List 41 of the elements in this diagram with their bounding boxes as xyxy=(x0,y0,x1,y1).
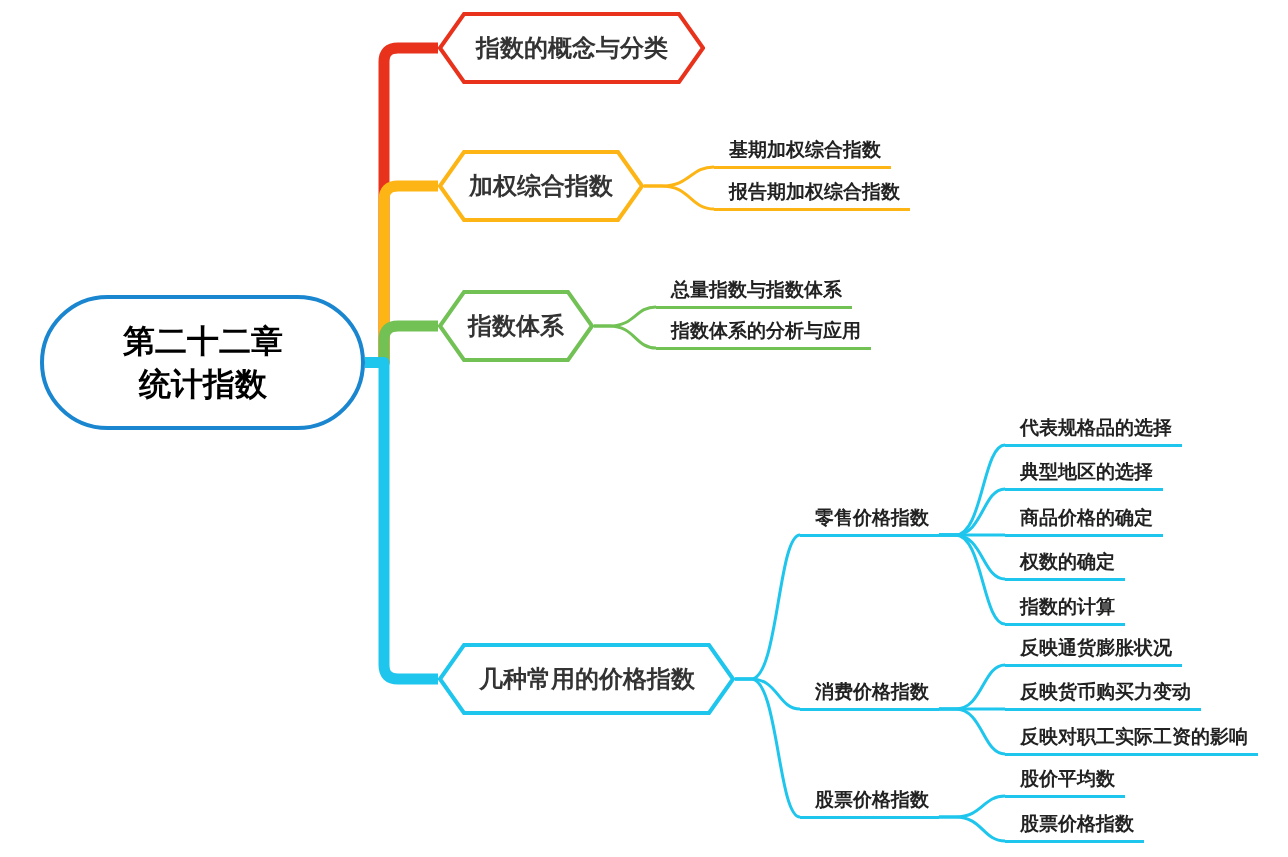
topic-text: 商品价格的确定 xyxy=(1020,505,1153,528)
topic-text: 总量指数与指数体系 xyxy=(671,277,842,300)
branch-line xyxy=(735,677,801,819)
topic-text: 反映货币购买力变动 xyxy=(1020,679,1191,702)
hexagon-topic xyxy=(438,643,735,715)
topic-text: 反映对职工实际工资的影响 xyxy=(1020,724,1248,747)
topic-text: 加权综合指数 xyxy=(469,171,613,201)
underlined-topic xyxy=(1005,678,1201,711)
branch-line xyxy=(939,533,1006,626)
central-topic-title: 第二十二章统计指数 xyxy=(121,320,284,405)
topic-text: 指数的概念与分类 xyxy=(475,33,668,63)
topic-text: 报告期加权综合指数 xyxy=(729,179,900,202)
topic-text: 零售价格指数 xyxy=(815,505,929,528)
topic-text: 几种常用的价格指数 xyxy=(478,664,695,694)
branch-line xyxy=(939,707,1006,756)
branch-line xyxy=(939,815,1006,843)
underlined-topic xyxy=(1005,723,1258,756)
underlined-topic xyxy=(1005,548,1125,581)
topic-text: 典型地区的选择 xyxy=(1020,459,1153,482)
topic-text: 代表规格品的选择 xyxy=(1020,415,1172,438)
topic-text: 反映通货膨胀状况 xyxy=(1020,635,1172,658)
topic-text: 基期加权综合指数 xyxy=(729,137,881,160)
underlined-topic xyxy=(1005,504,1163,537)
topic-text: 权数的确定 xyxy=(1020,549,1115,572)
hexagon-topic xyxy=(438,150,644,222)
topic-text: 指数体系 xyxy=(468,311,564,341)
branch-line xyxy=(644,184,715,211)
hexagon-topic xyxy=(438,12,705,84)
topic-text: 股价平均数 xyxy=(1020,766,1115,789)
hexagon-topic xyxy=(438,290,594,362)
branch-line xyxy=(365,357,438,685)
topic-text: 消费价格指数 xyxy=(815,679,929,702)
underlined-topic xyxy=(714,178,910,211)
underlined-topic xyxy=(656,317,871,350)
topic-text: 股票价格指数 xyxy=(1020,811,1134,834)
branch-line xyxy=(594,324,657,350)
topic-text: 股票价格指数 xyxy=(815,787,929,810)
topic-text: 指数的计算 xyxy=(1020,594,1115,617)
underlined-topic xyxy=(714,136,891,169)
underlined-topic xyxy=(656,276,852,309)
topic-text: 指数体系的分析与应用 xyxy=(671,318,861,341)
